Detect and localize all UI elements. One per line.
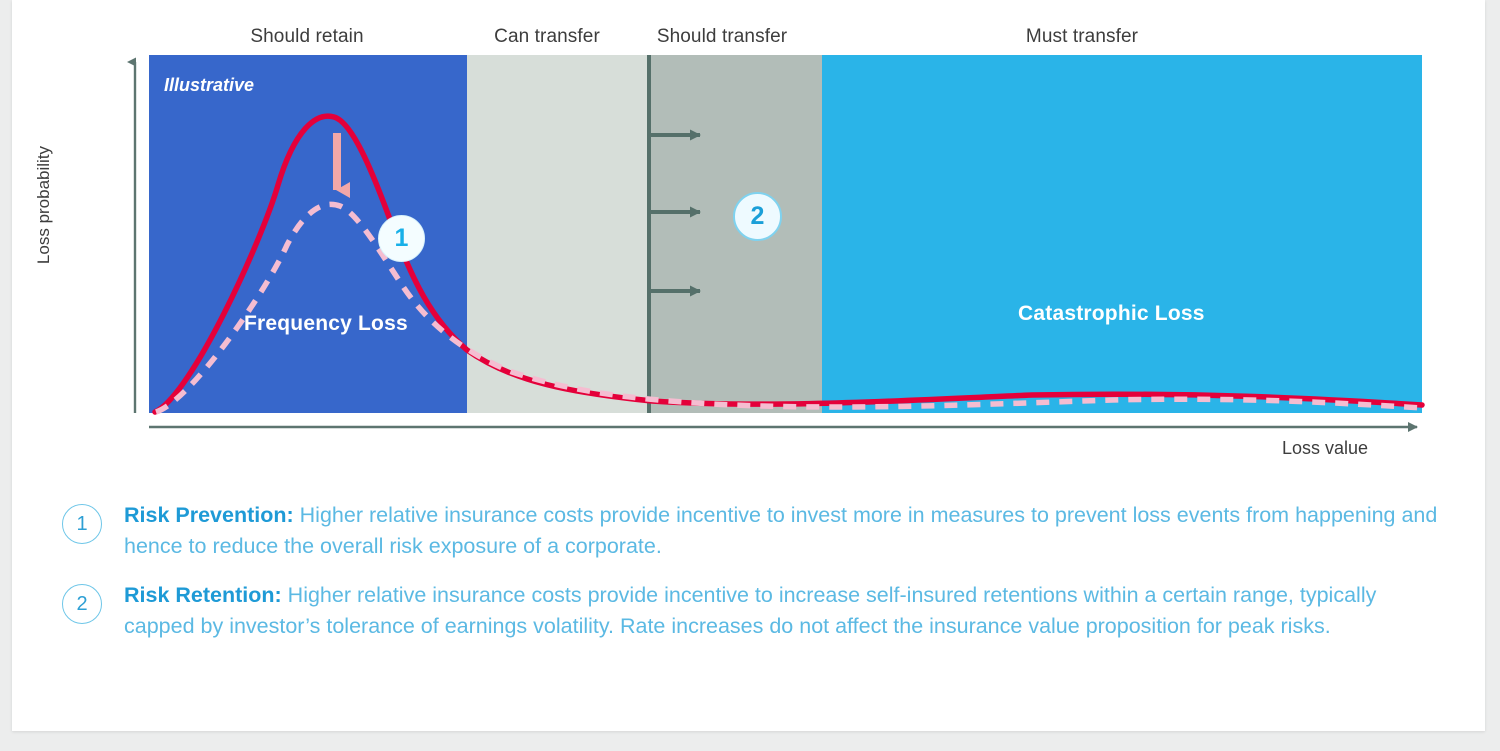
footnote-badge-2[interactable]: 2: [62, 584, 102, 625]
footnotes-list: 1 Risk Prevention: Higher relative insur…: [12, 480, 1485, 641]
chart-badge-1[interactable]: 1: [378, 215, 425, 262]
band-rect-can-transfer: [467, 55, 647, 413]
footnote-title-1: Risk Prevention:: [124, 503, 294, 527]
footnote-badge-1[interactable]: 1: [62, 504, 102, 544]
loss-curve-after-prevention: [154, 201, 1423, 415]
loss-curve-before-prevention: [152, 113, 1425, 415]
footnote-text-2: Risk Retention: Higher relative insuranc…: [124, 580, 1445, 641]
chart-canvas: [127, 55, 1425, 432]
y-axis-label: Loss probability: [34, 145, 53, 265]
x-axis-label: Loss value: [1282, 438, 1369, 458]
footnote-item-1: 1 Risk Prevention: Higher relative insur…: [12, 500, 1485, 561]
band-title-should-transfer: Should transfer: [656, 26, 788, 47]
illustrative-note: Illustrative: [164, 75, 255, 95]
risk-transfer-chart: Should retain Can transfer Should transf…: [12, 0, 1485, 480]
region-label-catastrophic-loss: Catastrophic Loss: [1018, 302, 1205, 325]
band-rect-must-transfer: [822, 55, 1422, 413]
footnote-text-1: Risk Prevention: Higher relative insuran…: [124, 500, 1445, 561]
region-label-frequency-loss: Frequency Loss: [244, 312, 408, 335]
footnote-body-2: Higher relative insurance costs provide …: [124, 583, 1377, 638]
footnote-item-2: 2 Risk Retention: Higher relative insura…: [12, 580, 1485, 641]
band-title-must-transfer: Must transfer: [1025, 26, 1139, 47]
chart-badge-2[interactable]: 2: [733, 192, 782, 241]
band-title-should-retain: Should retain: [250, 26, 364, 47]
content-card: Should retain Can transfer Should transf…: [12, 0, 1485, 731]
footnote-title-2: Risk Retention:: [124, 583, 282, 608]
footnote-body-1: Higher relative insurance costs provide …: [124, 503, 1438, 558]
band-title-can-transfer: Can transfer: [494, 26, 600, 47]
band-rect-should-transfer: [647, 55, 822, 413]
